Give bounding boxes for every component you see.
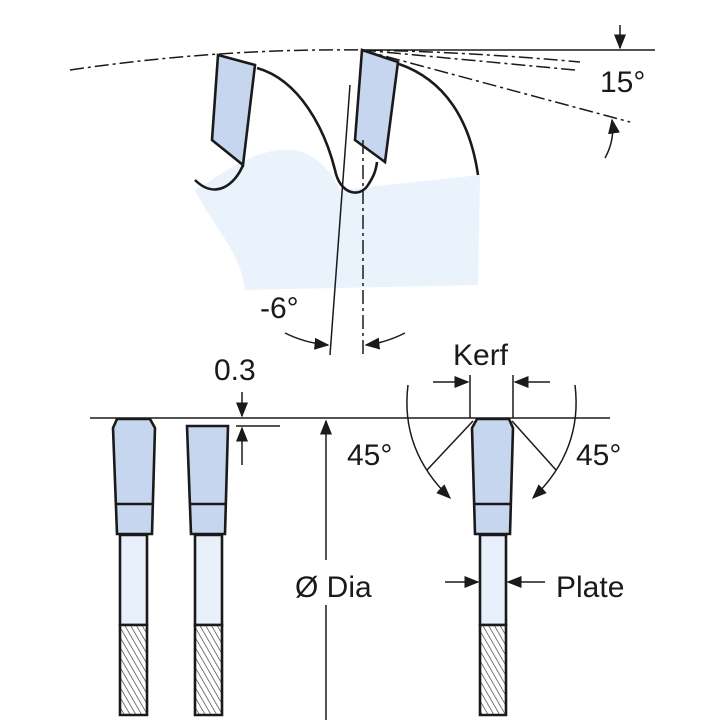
tooth-side-view: 15° -6° — [69, 25, 655, 356]
clearance-line-2 — [361, 49, 631, 123]
rake-arrow-left — [284, 332, 330, 350]
plate-label: Plate — [556, 571, 624, 604]
tooth-left-hook — [194, 164, 245, 191]
bevel-left-label: 45° — [347, 439, 392, 472]
tooth-left — [210, 53, 257, 168]
rake-angle-label: -6° — [260, 292, 299, 325]
tooth-bevel — [470, 417, 515, 717]
blade-outer-circle — [69, 49, 581, 71]
rake-arrow-right — [364, 332, 406, 350]
blade-body-shading — [195, 149, 480, 290]
bevel-line-right — [511, 420, 557, 471]
tooth-right-back — [398, 62, 480, 176]
bevel-arc-left — [406, 384, 452, 500]
bevel-line-left — [426, 420, 474, 471]
arrow-15-bottom — [604, 118, 620, 159]
diameter-label: Ø Dia — [295, 571, 372, 604]
tooth-flat-top — [185, 424, 230, 717]
hook-angle-label: 15° — [600, 66, 645, 99]
tooth-right — [353, 48, 400, 165]
tooth-trapezoid-top — [111, 417, 157, 717]
bevel-right-label: 45° — [576, 439, 621, 472]
gullet-curve — [256, 66, 379, 194]
clearance-line-1 — [361, 49, 576, 71]
height-difference-label: 0.3 — [214, 354, 256, 387]
rake-line — [329, 84, 351, 356]
tooth-front-view: 0.3 Kerf 45° 45° Ø Dia Plate — [90, 339, 624, 720]
bevel-arc-right — [531, 384, 577, 500]
kerf-label: Kerf — [453, 339, 509, 372]
